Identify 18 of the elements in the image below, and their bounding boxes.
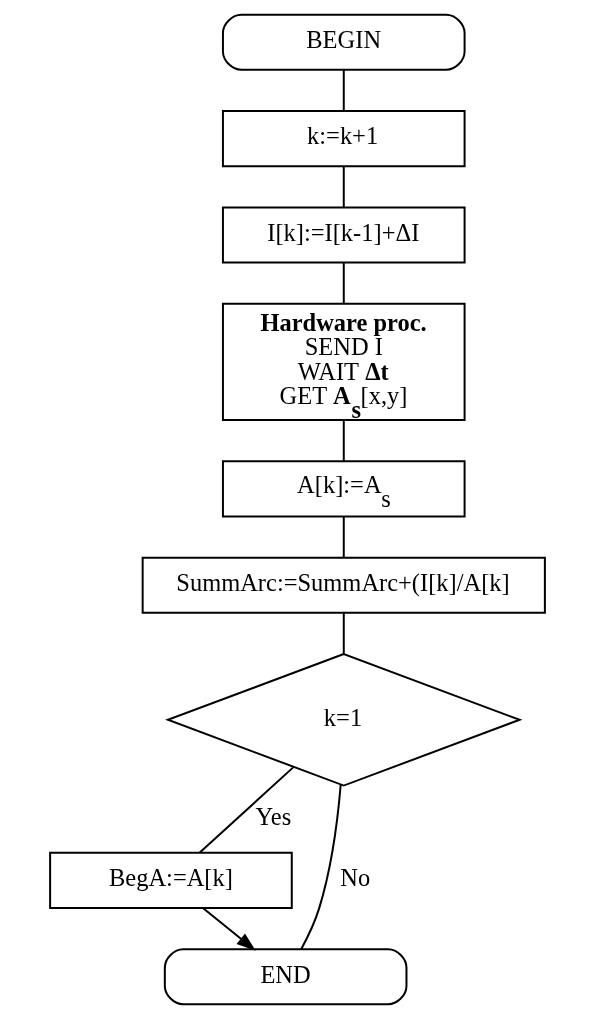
- edge-label: Yes: [255, 803, 292, 831]
- node-box: SummArc:=SummArc+(I[k]/A[k]: [141, 556, 546, 614]
- connector: [198, 765, 295, 854]
- connector: [342, 261, 345, 305]
- node-box: END: [163, 948, 408, 1006]
- connector: [342, 165, 345, 209]
- node-box: I[k]:=I[k-1]+ΔI: [221, 206, 466, 264]
- arrow: [202, 907, 256, 951]
- node-box: k:=k+1: [221, 110, 466, 168]
- connector: [342, 419, 345, 463]
- connector: [342, 515, 345, 559]
- node-box: BEGIN: [221, 13, 466, 71]
- connector: [300, 783, 342, 951]
- connector: [342, 612, 345, 655]
- edge-label: No: [340, 864, 371, 892]
- connector: [342, 69, 345, 112]
- node-diamond: k=1: [165, 652, 523, 787]
- node-box: BegA:=A[k]: [49, 851, 293, 909]
